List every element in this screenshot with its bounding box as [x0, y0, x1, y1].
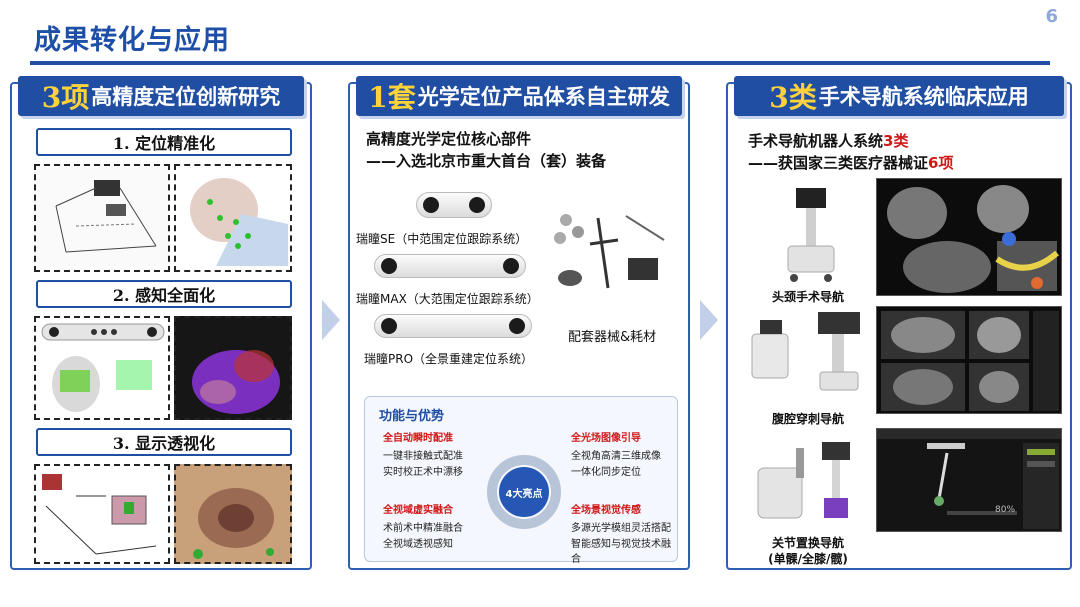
section-positioning-precision: 1. 定位精准化 [36, 128, 292, 156]
abdominal-robot-graphic [751, 312, 860, 391]
ruitong-se-device [416, 192, 492, 218]
highlights-hub: 4大亮点 [499, 467, 549, 517]
ruitong-max-device [374, 254, 526, 278]
surgical-setup-diagram-image [34, 464, 170, 564]
features-title: 功能与优势 [379, 409, 445, 424]
page-number: 6 [1045, 6, 1058, 27]
chevron-right-icon [322, 300, 340, 340]
page-title: 成果转化与应用 [34, 25, 230, 56]
head-neck-scan-graphic [887, 185, 1059, 293]
robot-system-line: 手术导航机器人系统3类 [748, 132, 909, 150]
endoscopic-view-image [174, 464, 292, 564]
ar-overlay-image [174, 316, 292, 420]
chevron-right-icon [700, 300, 718, 340]
tracking-device-image [34, 316, 170, 420]
ar-overlay-graphic [176, 318, 290, 418]
calibration-diagram-image [34, 164, 170, 272]
abdominal-scan-image [876, 306, 1062, 414]
calibration-diagram-graphic [36, 166, 168, 270]
ruitong-pro-device [374, 314, 532, 338]
feature-item: 多源光学模组灵活搭配 [571, 523, 671, 534]
abdominal-puncture-caption: 腹腔穿刺导航 [771, 412, 844, 426]
tracking-device-graphic [41, 323, 165, 412]
certificate-line: ——获国家三类医疗器械证6项 [748, 154, 954, 172]
section-perception-comprehensive: 2. 感知全面化 [36, 280, 292, 308]
feature-virtual-real-fusion: 全视域虚实融合 [383, 505, 453, 516]
feature-item: 实时校正术中漂移 [383, 467, 463, 478]
research-column: 3项 高精度定位创新研究 1. 定位精准化 2. 感知全面化 [10, 76, 312, 570]
joint-robot-graphic [757, 442, 850, 519]
section-display-transparency: 3. 显示透视化 [36, 428, 292, 456]
research-banner-count: 3项 [41, 81, 90, 114]
highlights-ring [487, 455, 561, 529]
joint-replacement-caption: 关节置换导航 [771, 536, 844, 550]
accessories-label: 配套器械&耗材 [568, 330, 657, 345]
head-neck-navigation-caption: 头颈手术导航 [771, 290, 844, 304]
clinical-banner-text: 手术导航系统临床应用 [818, 85, 1029, 109]
clinical-banner-count: 3类 [769, 81, 817, 114]
title-rule [30, 61, 1050, 65]
feature-light-field-guidance: 全光场图像引导 [571, 433, 641, 444]
major-equipment-line: ——入选北京市重大首台（套）装备 [366, 152, 607, 170]
feature-item: 全视角高清三维成像 [571, 451, 661, 462]
feature-auto-registration: 全自动瞬时配准 [383, 433, 453, 444]
head-neck-robot-graphic [787, 188, 835, 282]
research-banner-text: 高精度定位创新研究 [91, 85, 281, 109]
feature-item: 一体化同步定位 [571, 467, 641, 478]
ruitong-se-label: 瑞瞳SE（中范围定位跟踪系统） [356, 232, 528, 246]
surgical-setup-graphic [42, 474, 157, 555]
feature-item: 一键非接触式配准 [383, 451, 463, 462]
head-neck-scan-image [876, 178, 1062, 296]
face-model-image [174, 164, 292, 272]
ruitong-pro-label: 瑞瞳PRO（全景重建定位系统） [364, 352, 534, 366]
product-banner-count: 1套 [368, 81, 416, 114]
core-component-line: 高精度光学定位核心部件 [366, 130, 532, 148]
joint-navigation-screen: 80% [876, 428, 1062, 532]
clinical-column: 3类 手术导航系统临床应用 手术导航机器人系统3类 ——获国家三类医疗器械证6项… [726, 76, 1072, 570]
joint-navigation-graphic [877, 429, 1061, 529]
certificate-count: 6项 [928, 154, 954, 172]
ruitong-max-label: 瑞瞳MAX（大范围定位跟踪系统） [356, 292, 539, 306]
product-banner-text: 光学定位产品体系自主研发 [417, 85, 670, 109]
research-banner: 3项 高精度定位创新研究 [18, 76, 304, 116]
clinical-banner: 3类 手术导航系统临床应用 [734, 76, 1064, 116]
joint-replacement-subcaption: (单髁/全膝/髋) [768, 552, 848, 566]
feature-item: 全视域透视感知 [383, 539, 453, 550]
accessories-graphic [554, 214, 665, 289]
face-model-graphic [190, 178, 288, 266]
features-panel: 功能与优势 4大亮点 全自动瞬时配准 一键非接触式配准 实时校正术中漂移 全光场… [364, 396, 678, 565]
robot-system-count: 3类 [883, 132, 909, 150]
feature-visual-sensing: 全场景视觉传感 [571, 505, 641, 516]
feature-item: 术前术中精准融合 [383, 523, 463, 534]
abdominal-scan-graphic [881, 311, 1059, 411]
navigation-progress-text: 80% [995, 505, 1016, 515]
feature-item: 智能感知与视觉技术融合 [571, 539, 671, 565]
product-banner: 1套 光学定位产品体系自主研发 [356, 76, 682, 116]
product-column: 1套 光学定位产品体系自主研发 高精度光学定位核心部件 ——入选北京市重大首台（… [348, 76, 690, 570]
endoscopic-view-graphic [176, 466, 290, 562]
